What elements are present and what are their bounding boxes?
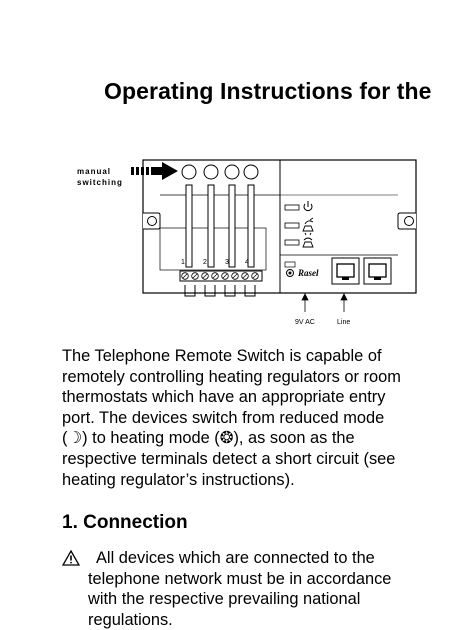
arrow-icon	[131, 162, 178, 180]
manual-label-line1: manual	[77, 167, 112, 176]
intro-line: thermostats which have an appropriate en…	[62, 388, 386, 407]
warning-paragraph: All devices which are connected to the t…	[88, 548, 438, 630]
warning-line: telephone network must be in accordance	[88, 569, 392, 588]
terminal-number-4: 4	[245, 259, 249, 266]
intro-line: respective terminals detect a short circ…	[62, 449, 396, 468]
intro-line: remotely controlling heating regulators …	[62, 367, 401, 386]
page-title: Operating Instructions for the	[104, 78, 432, 104]
warning-line: with the respective prevailing national	[88, 590, 361, 609]
intro-paragraph: The Telephone Remote Switch is capable o…	[62, 346, 442, 490]
led-ring	[284, 239, 300, 246]
port-9v-ac-label: 9V AC	[295, 319, 315, 326]
device-diagram: 1 2 3 4 Rasel	[131, 159, 417, 326]
intro-line: The Telephone Remote Switch is capable o…	[62, 347, 382, 365]
switch-button-4	[243, 164, 259, 180]
intro-line: port. The devices switch from reduced mo…	[62, 408, 385, 427]
brand-label: Rasel	[297, 268, 319, 278]
phone-icon	[302, 217, 314, 232]
led-phone	[284, 222, 300, 229]
switch-button-1	[181, 164, 197, 180]
intro-line: (☽) to heating mode (❂), as soon as the	[62, 429, 355, 448]
port-line-label: Line	[337, 319, 350, 326]
switch-button-3	[224, 164, 240, 180]
terminal-block	[179, 270, 263, 282]
switch-button-2	[203, 164, 219, 180]
power-icon	[303, 201, 313, 212]
port-arrows	[301, 293, 348, 312]
manual-label-line2: switching	[77, 178, 123, 187]
section-heading: 1. Connection	[62, 512, 188, 533]
warning-line: All devices which are connected to the	[96, 549, 375, 567]
terminal-number-3: 3	[225, 259, 229, 266]
led-power	[284, 204, 300, 211]
terminal-number-2: 2	[203, 259, 207, 266]
intro-line: heating regulator’s instructions).	[62, 470, 295, 489]
warning-line: regulations.	[88, 610, 173, 629]
manual-switching-label: manual switching	[77, 166, 123, 188]
warning-triangle-icon	[62, 550, 80, 566]
phone-ring-icon	[302, 232, 314, 248]
terminal-wires	[184, 285, 256, 297]
terminal-number-1: 1	[181, 259, 185, 266]
